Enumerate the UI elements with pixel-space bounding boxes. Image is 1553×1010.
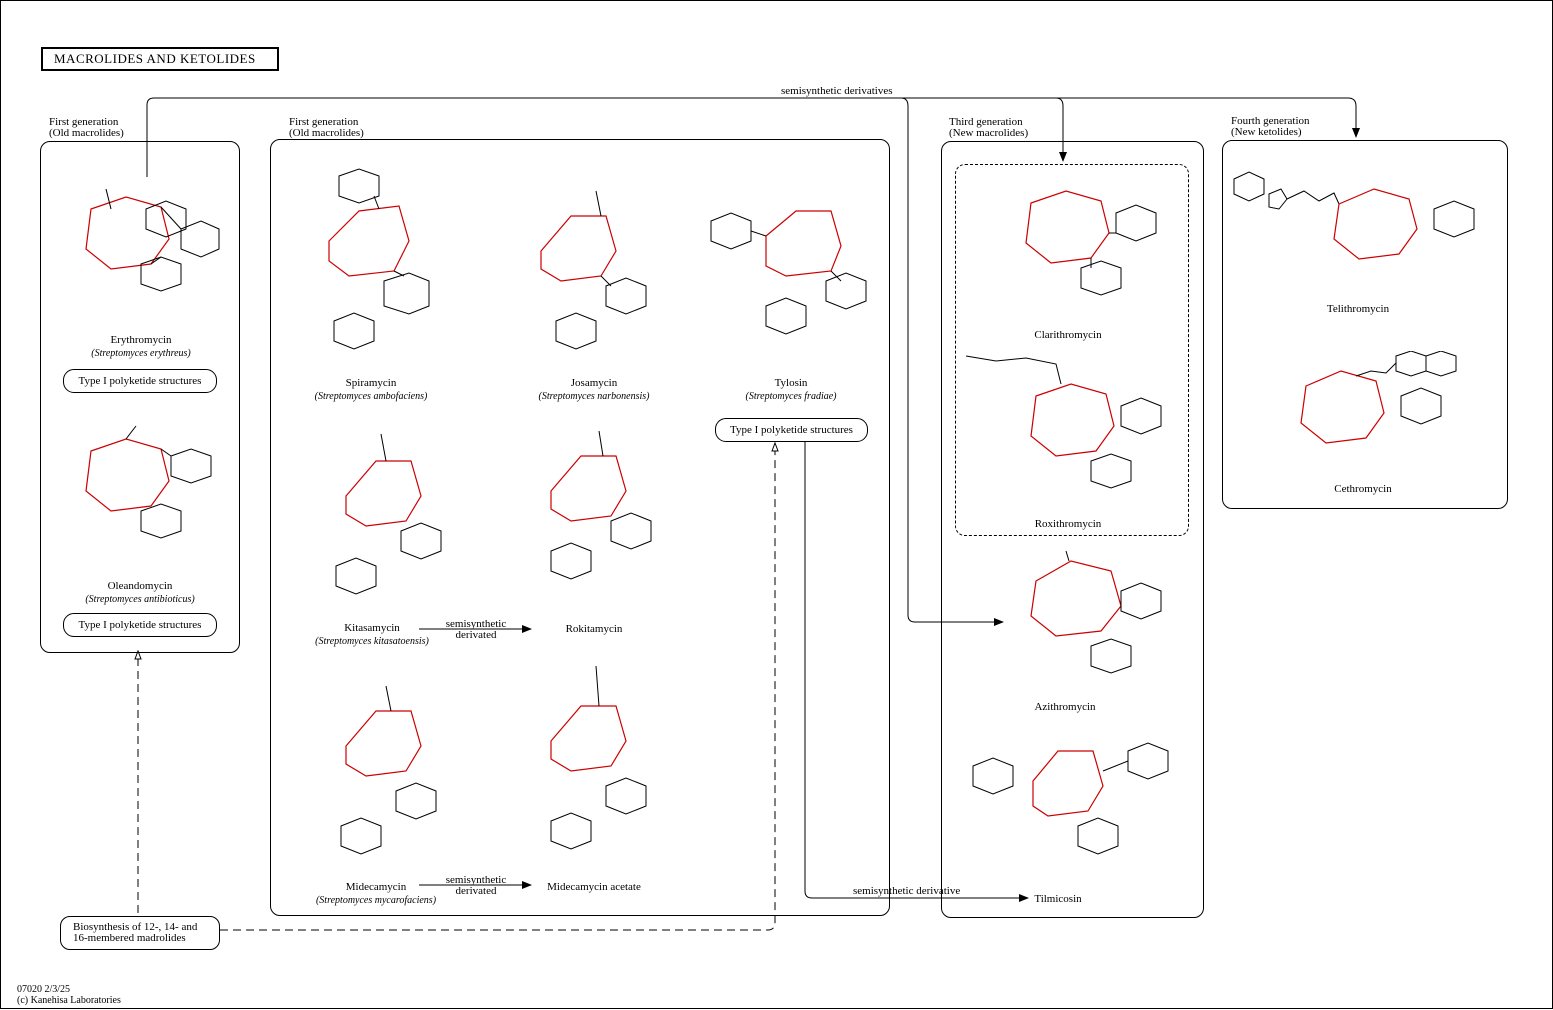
type1-polyketide-link-oleandomycin[interactable]: Type I polyketide structures <box>63 613 217 637</box>
midecamycin-acetate-label[interactable]: Midecamycin acetate <box>547 881 641 893</box>
rokitamycin-label[interactable]: Rokitamycin <box>565 623 623 635</box>
azithromycin-label[interactable]: Azithromycin <box>1034 701 1096 713</box>
clarithromycin-structure[interactable] <box>996 173 1181 323</box>
group-label-first-a: First generation(Old macrolides) <box>49 116 124 139</box>
josamycin-label[interactable]: Josamycin(Streptomyces narbonensis) <box>538 377 650 402</box>
kitasamycin-structure[interactable] <box>311 426 461 611</box>
to-clarithromycin-arrow[interactable] <box>1055 97 1067 162</box>
tylosin-arrow-label: semisynthetic derivative <box>853 885 961 897</box>
roxithromycin-structure[interactable] <box>956 346 1181 516</box>
kitasamycin-label[interactable]: Kitasamycin(Streptomyces kitasatoensis) <box>315 622 429 647</box>
group-label-fourth: Fourth generation(New ketolides) <box>1231 115 1310 138</box>
group-label-first-b: First generation(Old macrolides) <box>289 116 364 139</box>
copyright: (c) Kanehisa Laboratories <box>17 995 121 1006</box>
tilmicosin-label[interactable]: Tilmicosin <box>1034 893 1082 905</box>
erythromycin-structure[interactable] <box>51 179 231 319</box>
first-generation-box-b <box>270 139 890 916</box>
map-title: MACROLIDES AND KETOLIDES <box>41 47 279 71</box>
fourth-generation-box <box>1222 140 1508 509</box>
midecamycin-acetate-structure[interactable] <box>501 656 671 866</box>
tilmicosin-structure[interactable] <box>953 726 1183 886</box>
azithromycin-structure[interactable] <box>1001 546 1186 701</box>
cethromycin-structure[interactable] <box>1286 351 1501 466</box>
semisynthetic-derivatives-label: semisynthetic derivatives <box>781 85 893 97</box>
clarithromycin-label[interactable]: Clarithromycin <box>1034 329 1102 341</box>
midecamycin-structure[interactable] <box>311 681 461 866</box>
tylosin-structure[interactable] <box>691 181 886 356</box>
clarithro-roxithro-dashed-box <box>955 164 1189 536</box>
tylosin-label[interactable]: Tylosin(Streptomyces fradiae) <box>745 377 837 402</box>
spiramycin-structure[interactable] <box>299 151 449 376</box>
telithromycin-label[interactable]: Telithromycin <box>1326 303 1390 315</box>
to-azithromycin-arrow[interactable] <box>900 97 1004 626</box>
roxithromycin-label[interactable]: Roxithromycin <box>1034 518 1102 530</box>
type1-polyketide-link-tylosin[interactable]: Type I polyketide structures <box>715 418 868 442</box>
erythromycin-label[interactable]: Erythromycin(Streptomyces erythreus) <box>91 334 191 359</box>
third-generation-box <box>941 141 1204 918</box>
semisynthetic-derivatives-arrow[interactable] <box>146 97 1360 177</box>
first-generation-box-a <box>40 141 240 653</box>
josamycin-structure[interactable] <box>491 181 661 371</box>
map-id: 07020 2/3/25 <box>17 984 71 995</box>
telithromycin-structure[interactable] <box>1229 169 1504 289</box>
cethromycin-label[interactable]: Cethromycin <box>1334 483 1392 495</box>
oleandomycin-structure[interactable] <box>51 421 231 561</box>
type1-polyketide-link-erythromycin[interactable]: Type I polyketide structures <box>63 369 217 393</box>
oleandomycin-label[interactable]: Oleandomycin(Streptomyces antibioticus) <box>85 580 195 605</box>
biosynthesis-to-tylosin-link[interactable] <box>220 443 775 931</box>
midecamycin-label[interactable]: Midecamycin(Streptomyces mycarofaciens) <box>315 881 437 906</box>
rokitamycin-structure[interactable] <box>501 426 671 611</box>
spiramycin-label[interactable]: Spiramycin(Streptomyces ambofaciens) <box>314 377 428 402</box>
group-label-third: Third generation(New macrolides) <box>949 116 1029 139</box>
tylosin-tilmicosin-arrow[interactable] <box>804 441 1029 902</box>
